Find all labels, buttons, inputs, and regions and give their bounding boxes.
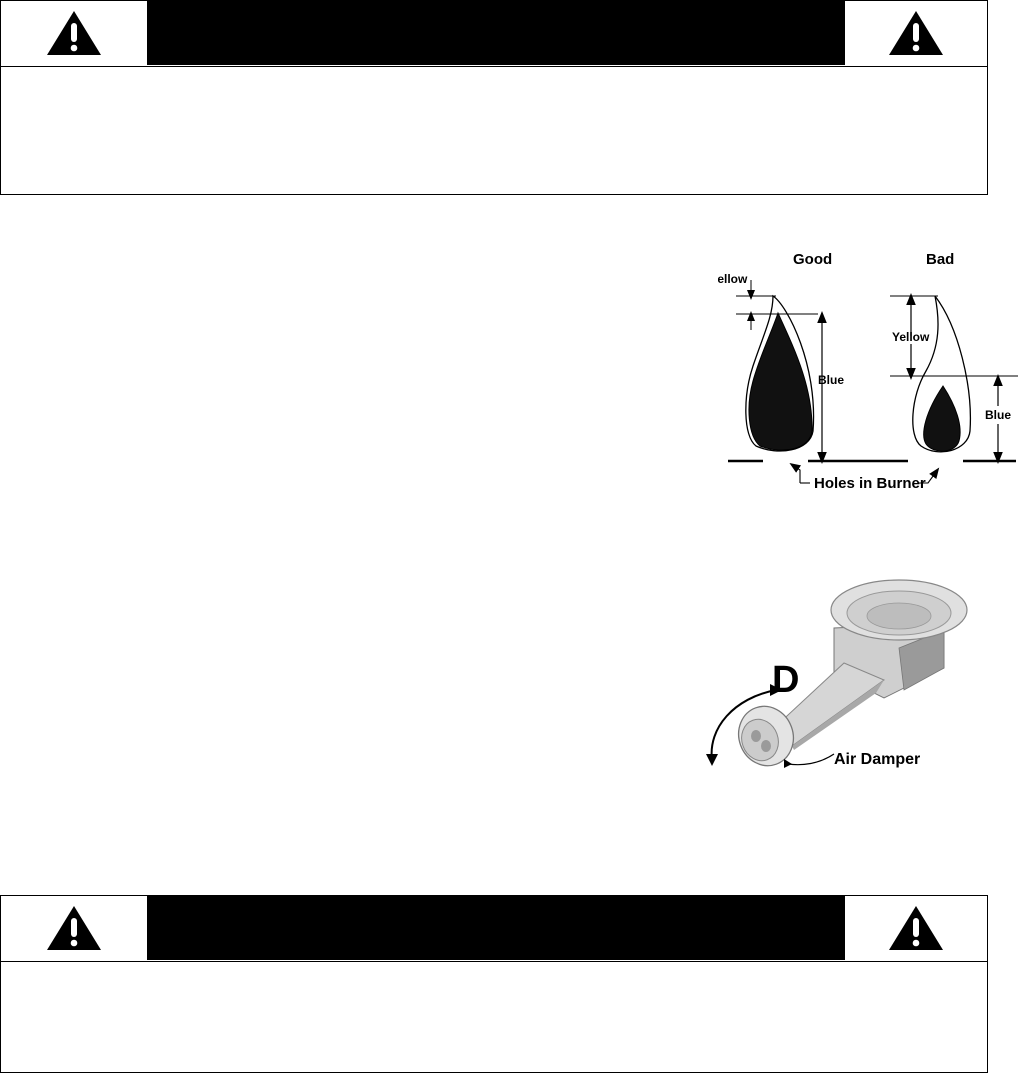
warning-icon-cell-left <box>1 896 147 960</box>
good-yellow-label: Yellow <box>718 272 748 286</box>
burner-callout-right-leader <box>918 467 940 484</box>
air-damper-hole <box>751 730 761 742</box>
good-flame-inner <box>748 311 813 451</box>
good-label: Good <box>793 251 832 268</box>
bad-flame-inner <box>923 385 961 452</box>
warning-triangle-icon <box>889 11 943 55</box>
warning-header-top <box>1 1 987 67</box>
rotation-arrow <box>710 689 777 761</box>
burner-tube-shade <box>792 680 884 750</box>
damper-label: Air Damper <box>834 751 920 768</box>
bad-yellow-label: Yellow <box>892 330 930 344</box>
warning-icon-cell-right <box>845 896 987 960</box>
warning-icon-cell-right <box>845 1 987 65</box>
rotation-arrow-head-bottom <box>706 754 718 766</box>
bad-blue-label: Blue <box>985 408 1011 422</box>
flame-diagram: Good Bad Yellow Blue Yellow Blue Holes i… <box>718 251 1018 492</box>
burner-callout-left-leader <box>789 462 802 483</box>
warning-triangle-icon <box>889 906 943 950</box>
warning-triangle-icon <box>47 906 101 950</box>
air-damper-hole <box>761 740 771 752</box>
warning-icon-cell-left <box>1 1 147 65</box>
burner-diagram: D Air Damper <box>706 579 968 768</box>
damper-callout-arrowhead <box>784 759 792 768</box>
burner-bowl-inner <box>866 602 932 630</box>
warning-box-top <box>0 0 988 195</box>
damper-callout-leader <box>787 753 835 766</box>
warning-header-bottom <box>1 896 987 962</box>
bad-label: Bad <box>926 251 954 268</box>
warning-heading-bar <box>147 1 845 65</box>
burner-label: Holes in Burner <box>814 475 926 492</box>
warning-triangle-icon <box>47 11 101 55</box>
warning-box-bottom <box>0 895 988 1073</box>
damper-callout-letter: D <box>772 659 799 701</box>
rotation-arrow-head-top <box>770 684 782 696</box>
good-blue-label: Blue <box>818 373 844 387</box>
warning-heading-bar <box>147 896 845 960</box>
